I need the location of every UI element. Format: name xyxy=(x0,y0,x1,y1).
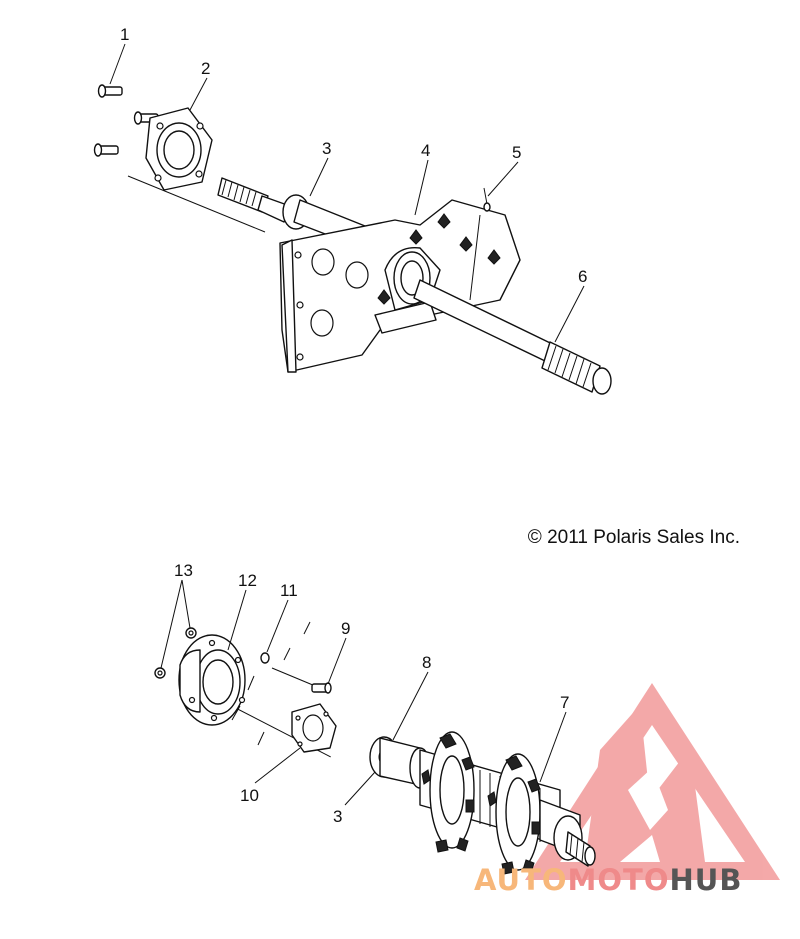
washer-part-11 xyxy=(260,652,270,664)
bracket-studs xyxy=(377,213,501,305)
callout-3-upper: 3 xyxy=(322,139,331,158)
bolt-part-9 xyxy=(311,682,332,694)
watermark-auto: AUTO xyxy=(474,863,568,897)
alignment-lines-lower xyxy=(223,621,357,771)
shaft-part-6 xyxy=(413,279,612,395)
leader-lines-lower xyxy=(160,579,567,806)
callout-2: 2 xyxy=(201,59,210,78)
cup-plate-part-12 xyxy=(178,634,246,726)
copyright-text: © 2011 Polaris Sales Inc. xyxy=(528,527,740,548)
alignment-line xyxy=(127,175,266,233)
leader-lines-upper xyxy=(109,43,585,343)
callout-3-lower: 3 xyxy=(333,807,342,826)
watermark-hub: HUB xyxy=(670,863,743,897)
pin-part-5 xyxy=(469,187,491,301)
nut-part-13 xyxy=(154,627,197,679)
callout-6: 6 xyxy=(578,267,587,286)
watermark-text: AUTOMOTOHUB xyxy=(474,863,742,897)
callout-5: 5 xyxy=(512,143,521,162)
watermark-logo xyxy=(525,683,780,880)
flange-part-2 xyxy=(145,107,213,191)
callout-7: 7 xyxy=(560,693,569,712)
driveshaft-assembly xyxy=(369,731,596,875)
flange-part-10 xyxy=(291,703,337,753)
callout-9: 9 xyxy=(341,619,350,638)
callout-1: 1 xyxy=(120,25,129,44)
callout-8: 8 xyxy=(422,653,431,672)
callout-11: 11 xyxy=(280,581,298,600)
watermark-moto: MOTO xyxy=(568,863,670,897)
callout-12: 12 xyxy=(238,571,257,590)
callout-4: 4 xyxy=(421,141,430,160)
callout-10: 10 xyxy=(240,786,259,805)
callout-13: 13 xyxy=(174,561,193,580)
